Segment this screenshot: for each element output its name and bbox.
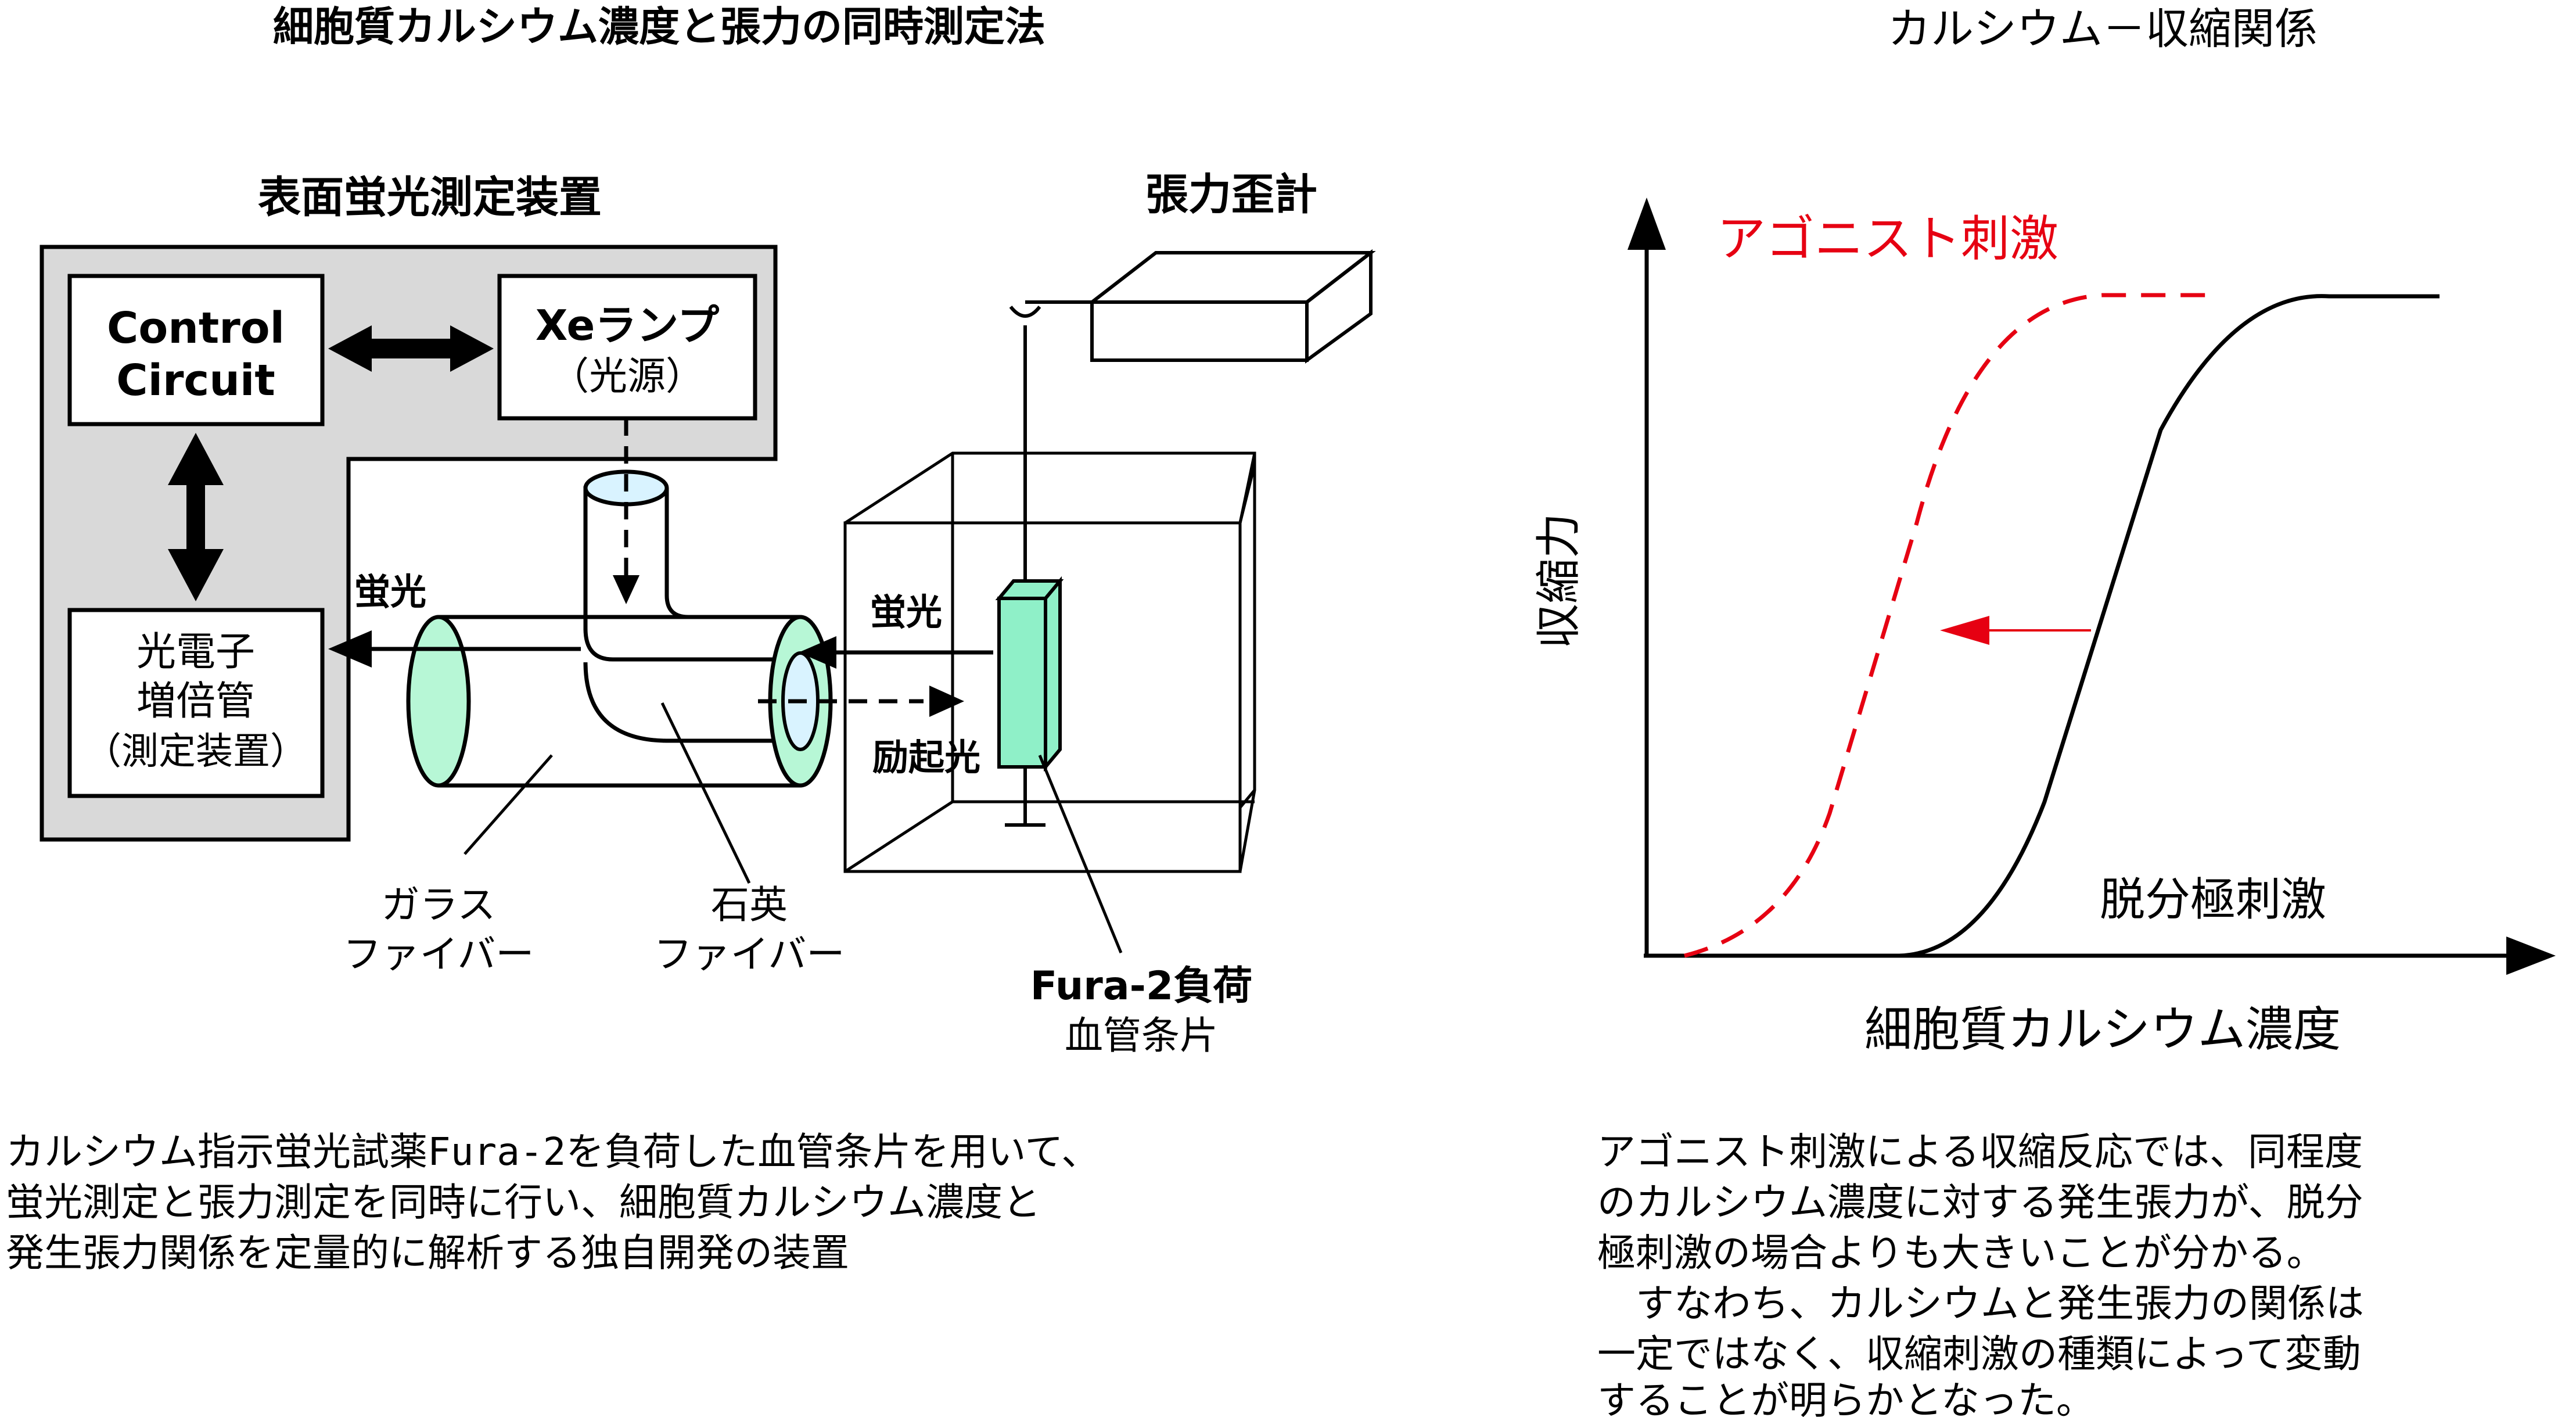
right-panel: カルシウム－収縮関係 収縮力 細胞質カルシウム濃度 アゴニスト刺激 脱分極刺激 …	[1533, 4, 2556, 1417]
quartz-fiber-label-line1: 石英	[711, 883, 788, 927]
leftward-shift-arrowhead	[1940, 616, 1989, 645]
depolarization-curve	[1647, 294, 2440, 958]
right-caption-line3: 極刺激の場合よりも大きいことが分かる。	[1597, 1231, 2325, 1275]
right-caption-line5: 一定ではなく、収縮刺激の種類によって変動	[1597, 1332, 2361, 1376]
xe-lamp-box: Xeランプ （光源）	[497, 274, 757, 421]
y-axis-label: 収縮力	[1533, 513, 1585, 649]
right-title: カルシウム－収縮関係	[1888, 4, 2318, 54]
glass-fiber-leader	[464, 754, 553, 855]
left-title: 細胞質カルシウム濃度と張力の同時測定法	[273, 3, 1046, 51]
sample-leader	[1038, 755, 1123, 953]
fluorescence-in-label: 蛍光	[870, 591, 942, 633]
glass-fiber-end	[406, 615, 471, 788]
excitation-arrowhead-right	[929, 686, 964, 717]
pmt-box: 光電子 増倍管 （測定装置）	[67, 608, 325, 798]
pmt-label-line3: （測定装置）	[84, 730, 307, 773]
control-pmt-double-arrow	[168, 433, 224, 601]
left-caption-line1: カルシウム指示蛍光試薬Fura-2を負荷した血管条片を用いて、	[6, 1129, 1100, 1174]
excitation-label: 励起光	[872, 736, 980, 779]
left-caption-line2: 蛍光測定と張力測定を同時に行い、細胞質カルシウム濃度と	[6, 1180, 1041, 1225]
quartz-fiber	[583, 486, 800, 662]
tension-gauge-label: 張力歪計	[1145, 170, 1317, 220]
xe-lamp-label-line2: （光源）	[551, 354, 704, 399]
quartz-fiber-label-line2: ファイバー	[654, 932, 845, 977]
organ-bath	[843, 451, 1256, 873]
right-caption-line1: アゴニスト刺激による収縮反応では、同程度	[1597, 1129, 2363, 1174]
x-axis-label: 細胞質カルシウム濃度	[1864, 1002, 2341, 1057]
quartz-fiber-leader	[660, 702, 751, 884]
right-caption: アゴニスト刺激による収縮反応では、同程度 のカルシウム濃度に対する発生張力が、脱…	[1597, 1129, 2364, 1417]
xe-lamp-label-line1: Xeランプ	[536, 301, 719, 350]
left-caption: カルシウム指示蛍光試薬Fura-2を負荷した血管条片を用いて、 蛍光測定と張力測…	[6, 1129, 1100, 1275]
sample-label-line2: 血管条片	[1065, 1013, 1218, 1058]
depolarization-label: 脱分極刺激	[2100, 874, 2326, 926]
control-xe-double-arrow	[328, 325, 494, 372]
pmt-label-line2: 増倍管	[136, 679, 255, 724]
right-caption-line2: のカルシウム濃度に対する発生張力が、脱分	[1597, 1180, 2363, 1225]
pmt-label-line1: 光電子	[136, 629, 255, 675]
control-circuit-label-line2: Circuit	[116, 356, 275, 406]
apparatus-title: 表面蛍光測定装置	[258, 173, 602, 223]
excitation-arrowhead-down	[613, 575, 639, 604]
fluorescence-out-arrowhead	[328, 630, 372, 668]
glass-fiber-label-line2: ファイバー	[343, 932, 534, 977]
right-caption-line6: することが明らかとなった。	[1597, 1378, 2094, 1417]
fluorescence-in-arrowhead	[799, 636, 836, 669]
tension-gauge-box	[1087, 249, 1376, 364]
sample-strip	[995, 576, 1064, 772]
right-caption-line4: すなわち、カルシウムと発生張力の関係は	[1597, 1281, 2364, 1326]
agonist-label: アゴニスト刺激	[1717, 210, 2058, 267]
sample-label-line1: Fura-2負荷	[1030, 963, 1252, 1009]
y-axis-arrowhead	[1627, 198, 1666, 250]
left-panel: 細胞質カルシウム濃度と張力の同時測定法 表面蛍光測定装置 Control Cir…	[6, 3, 1376, 1275]
x-axis-arrowhead	[2506, 937, 2556, 975]
agonist-curve	[1684, 293, 2219, 958]
control-circuit-box: Control Circuit	[67, 274, 325, 426]
glass-fiber-label-line1: ガラス	[382, 883, 496, 927]
glass-fiber	[406, 615, 800, 788]
control-circuit-label-line1: Control	[107, 303, 285, 353]
fluorescence-out-label: 蛍光	[354, 571, 426, 613]
left-caption-line3: 発生張力関係を定量的に解析する独自開発の装置	[6, 1231, 849, 1275]
